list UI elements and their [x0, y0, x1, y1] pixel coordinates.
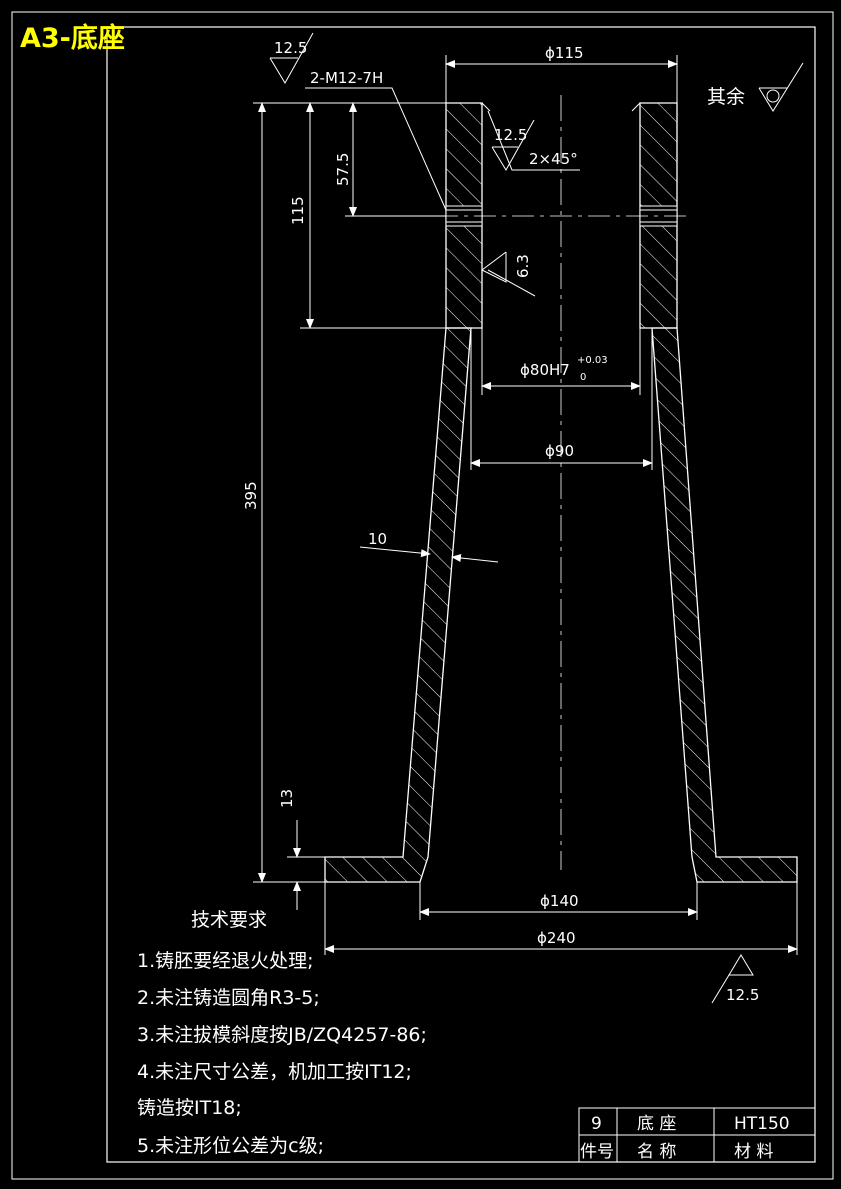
right-wall-taper	[651, 327, 798, 883]
roughness-top-value: 12.5	[274, 39, 307, 57]
note-item: 铸造按IT18;	[137, 1097, 242, 1119]
extension-lines	[253, 55, 798, 955]
technical-notes: 技术要求 1.铸胚要经退火处理; 2.未注铸造圆角R3-5; 3.未注拔模斜度按…	[137, 909, 427, 1157]
roughness-symbol-bore	[481, 251, 507, 283]
roughness-base-value: 12.5	[726, 986, 759, 1004]
dim-inner-dia: ϕ90	[545, 442, 574, 460]
roughness-symbol-remaining	[758, 62, 804, 112]
dim-bottom-inner-dia: ϕ140	[540, 892, 579, 910]
dim-bore-tol-lower: 0	[580, 372, 586, 383]
left-wall-taper	[324, 327, 472, 883]
title-block-header-name: 名 称	[637, 1142, 676, 1162]
dim-bore-dia: ϕ80H7	[520, 361, 570, 379]
note-item: 4.未注尺寸公差，机加工按IT12;	[137, 1061, 412, 1083]
sheet-tag: A3-底座	[20, 22, 125, 54]
roughness-bore-value: 6.3	[514, 254, 532, 278]
roughness-symbol-chamfer	[491, 119, 535, 171]
dim-base-thk: 13	[278, 789, 296, 808]
dimension-lines	[258, 60, 798, 953]
title-block-part-name: 底 座	[637, 1114, 676, 1134]
note-item: 3.未注拔模斜度按JB/ZQ4257-86;	[137, 1024, 427, 1046]
title-block	[578, 1107, 816, 1163]
chamfer-left	[481, 102, 491, 112]
dim-height-395: 395	[242, 481, 260, 510]
inner-border	[106, 26, 816, 1163]
dim-height-115: 115	[289, 196, 307, 225]
outer-border	[11, 11, 834, 1180]
roughness-remaining-label: 其余	[707, 86, 745, 108]
dim-wall: 10	[368, 530, 387, 548]
note-item: 2.未注铸造圆角R3-5;	[137, 987, 320, 1009]
title-block-part-no: 9	[591, 1114, 602, 1134]
chamfer-right	[631, 102, 641, 112]
note-item: 1.铸胚要经退火处理;	[137, 950, 314, 972]
roughness-symbol-base	[711, 954, 754, 1004]
roughness-chamfer-value: 12.5	[494, 126, 527, 144]
title-block-header-part-no: 件号	[580, 1142, 614, 1162]
note-item: 5.未注形位公差为c级;	[137, 1135, 324, 1157]
thread-callout: 2-M12-7H	[310, 69, 383, 87]
roughness-symbol-top	[269, 32, 314, 84]
dim-top-dia: ϕ115	[545, 44, 584, 62]
dim-base-dia: ϕ240	[537, 929, 576, 947]
dim-bore-tol-upper: +0.03	[577, 355, 608, 366]
dim-height-57: 57.5	[334, 153, 352, 186]
chamfer-callout: 2×45°	[529, 150, 578, 168]
title-block-material: HT150	[734, 1114, 790, 1134]
title-block-header-material: 材 料	[734, 1142, 773, 1162]
notes-heading: 技术要求	[191, 909, 267, 931]
